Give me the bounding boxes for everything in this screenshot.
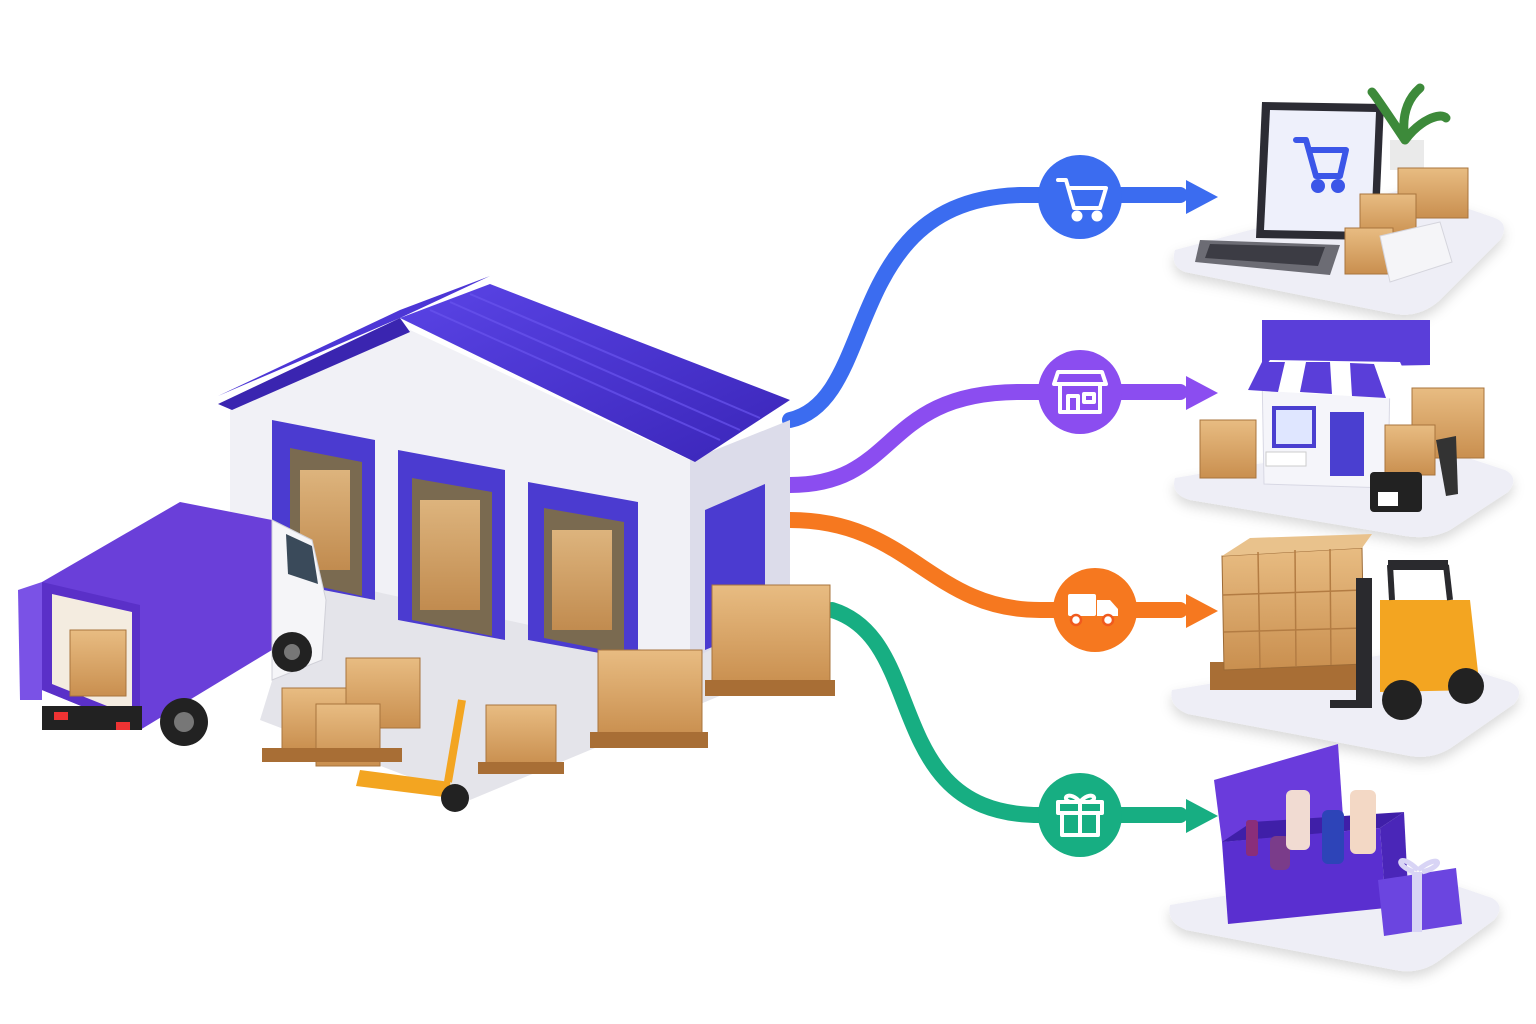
arrowhead-wholesale <box>1186 594 1218 628</box>
destination-ecommerce <box>1173 83 1504 315</box>
destination-retail <box>1174 320 1514 538</box>
channel-badge-ecommerce <box>1038 155 1122 239</box>
shopping-cart-icon <box>1056 178 1108 222</box>
retail-store-icon <box>1199 320 1485 512</box>
gift-icon <box>1056 793 1104 837</box>
truck-icon <box>1068 594 1118 627</box>
arrowhead-gifting <box>1186 799 1218 833</box>
flow-path-wholesale <box>782 512 1188 618</box>
pallet-stacks <box>262 584 835 812</box>
flow-path-gifting <box>824 602 1188 823</box>
cart-screen-icon <box>1293 137 1349 193</box>
delivery-truck <box>18 502 327 746</box>
flow-path-ecommerce <box>782 187 1188 428</box>
arrowhead-retail <box>1186 376 1218 410</box>
destination-gifting <box>1169 744 1500 972</box>
loading-dock-door-3 <box>528 482 638 660</box>
channel-badge-wholesale <box>1053 568 1137 652</box>
laptop-store-icon <box>1195 83 1469 283</box>
pallet-forklift-icon <box>1210 534 1484 720</box>
destination-wholesale <box>1171 534 1520 757</box>
flow-path-retail <box>782 384 1188 493</box>
gift-box-icon <box>1214 744 1462 936</box>
storefront-icon <box>1052 370 1108 414</box>
flow-paths <box>782 187 1188 823</box>
warehouse-roof <box>218 276 790 462</box>
delivery-truck-icon <box>18 502 327 746</box>
warehouse-hub <box>218 276 835 812</box>
pallet-jack-icon <box>356 699 469 812</box>
loading-dock-door-2 <box>398 450 505 640</box>
arrowhead-ecommerce <box>1186 180 1218 214</box>
channel-badge-retail <box>1038 350 1122 434</box>
channel-badge-gifting <box>1038 773 1122 857</box>
platform <box>1173 189 1504 315</box>
flow-arrowheads <box>1186 180 1218 833</box>
